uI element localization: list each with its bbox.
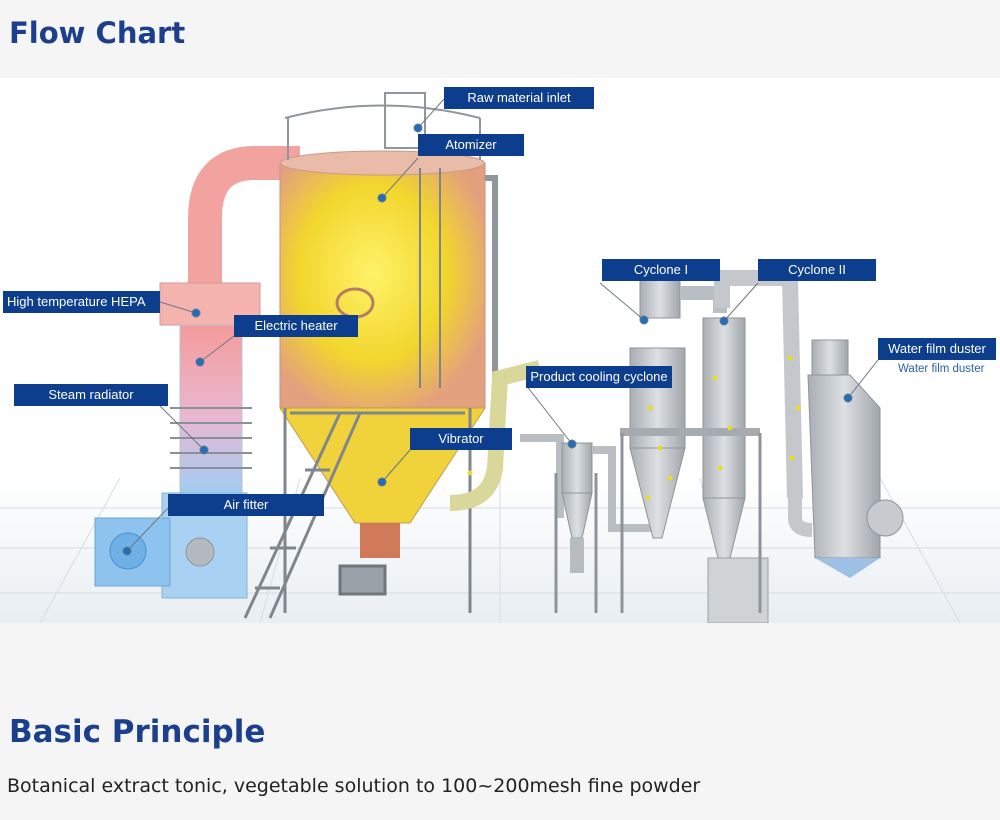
outlet-duct [449, 360, 564, 518]
basic-principle-title: Basic Principle [9, 714, 266, 750]
label-cyclone-1: Cyclone I [602, 259, 720, 281]
label-cyclone-2: Cyclone II [758, 259, 876, 281]
label-electric-heater: Electric heater [234, 315, 358, 337]
cyclone-2-unit [620, 270, 803, 623]
label-water-film-duster: Water film duster [878, 338, 996, 360]
flow-chart-title: Flow Chart [9, 16, 186, 50]
powder-particles [467, 355, 801, 501]
spray-dryer-diagram: Raw material inlet Atomizer High tempera… [0, 78, 1000, 623]
label-steam-radiator: Steam radiator [14, 384, 168, 406]
label-high-temperature-hepa: High temperature HEPA [3, 291, 160, 313]
label-raw-material-inlet: Raw material inlet [444, 87, 594, 109]
product-cooling-cyclone-unit [554, 442, 660, 613]
equipment-illustration [0, 92, 1000, 623]
leader-lines [122, 98, 879, 556]
label-water-film-duster-sub: Water film duster [898, 363, 985, 375]
label-vibrator: Vibrator [410, 428, 512, 450]
basic-principle-text: Botanical extract tonic, vegetable solut… [7, 775, 701, 797]
water-film-duster-unit [788, 339, 904, 578]
label-air-filter: Air fitter [168, 494, 324, 516]
label-atomizer: Atomizer [418, 134, 524, 156]
label-product-cooling-cyclone: Product cooling cyclone [526, 366, 672, 388]
